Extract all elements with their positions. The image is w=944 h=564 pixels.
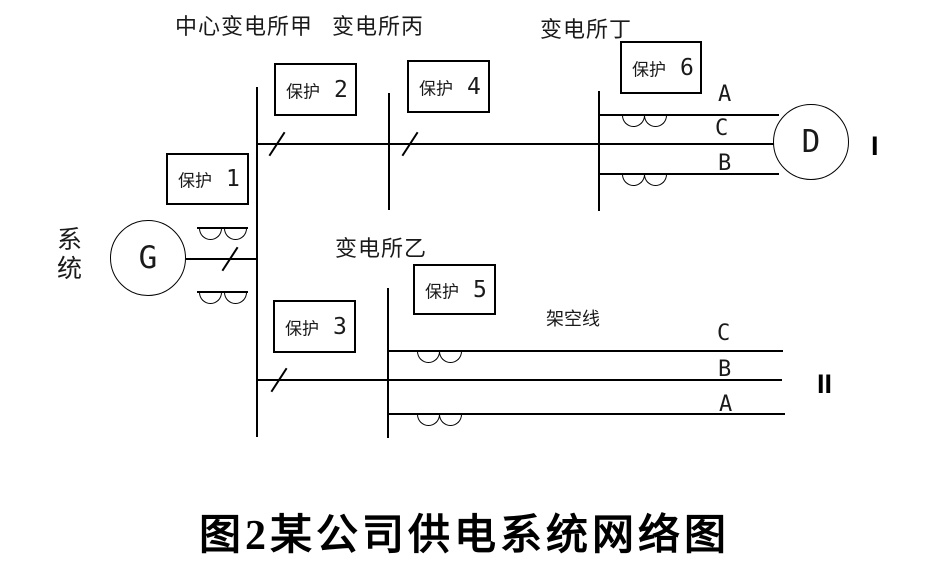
protection-number: 1 bbox=[226, 166, 240, 192]
bus-ding bbox=[598, 91, 600, 211]
label-central-substation-jia: 中心变电所甲 bbox=[175, 14, 314, 39]
coil-icon bbox=[417, 414, 440, 426]
line1-phase-a-label: A bbox=[718, 82, 732, 107]
protection-name: 保护 bbox=[285, 319, 319, 338]
protection-name: 保护 bbox=[286, 82, 320, 101]
bus-jia bbox=[256, 87, 258, 437]
protection-number: 6 bbox=[680, 54, 694, 81]
bus-yi bbox=[387, 288, 389, 438]
line2-phase-a-label: A bbox=[719, 392, 733, 417]
line2-phase-a bbox=[388, 413, 785, 415]
protection-box-3: 保护 3 bbox=[273, 300, 356, 353]
coil-icon bbox=[199, 228, 222, 240]
coil-icon bbox=[439, 351, 462, 363]
line1-phase-c-label: C bbox=[715, 116, 729, 141]
line2-phase-c bbox=[388, 350, 783, 352]
generator-letter: G bbox=[138, 240, 158, 276]
coil-icon bbox=[199, 292, 222, 304]
coil-icon bbox=[224, 292, 247, 304]
section-1-numeral: I bbox=[871, 131, 879, 161]
coil-icon bbox=[622, 174, 645, 186]
section-2-numeral: II bbox=[817, 369, 833, 399]
protection-number: 5 bbox=[473, 276, 487, 303]
coil-icon bbox=[439, 414, 462, 426]
protection-name: 保护 bbox=[425, 282, 459, 301]
protection-box-2: 保护 2 bbox=[274, 63, 357, 116]
coil-icon bbox=[417, 351, 440, 363]
label-substation-ding: 变电所丁 bbox=[540, 17, 633, 42]
protection-box-4: 保护 4 bbox=[407, 60, 490, 113]
line1-main bbox=[257, 143, 774, 145]
coil-icon bbox=[622, 115, 645, 127]
label-overhead-line: 架空线 bbox=[546, 309, 600, 329]
line1-phase-b bbox=[599, 173, 779, 175]
line2-main bbox=[257, 379, 782, 381]
winding-line-bottom bbox=[197, 291, 248, 293]
generator-feeder-line bbox=[186, 258, 257, 260]
label-substation-bing: 变电所丙 bbox=[332, 14, 425, 39]
line1-phase-b-label: B bbox=[718, 151, 732, 176]
protection-name: 保护 bbox=[178, 171, 212, 191]
line1-phase-a bbox=[599, 114, 779, 116]
line2-phase-c-label: C bbox=[717, 321, 731, 346]
protection-box-5: 保护 5 bbox=[413, 264, 496, 315]
protection-name: 保护 bbox=[419, 79, 453, 98]
coil-icon bbox=[644, 115, 667, 127]
coil-icon bbox=[644, 174, 667, 186]
coil-icon bbox=[224, 228, 247, 240]
figure-caption: 图2某公司供电系统网络图 bbox=[199, 513, 731, 559]
load-d-circle: D bbox=[773, 104, 849, 180]
generator-circle: G bbox=[110, 220, 186, 296]
label-system: 系统 bbox=[57, 226, 83, 283]
line2-phase-b-label: B bbox=[718, 357, 732, 382]
protection-number: 4 bbox=[467, 73, 481, 100]
protection-name: 保护 bbox=[632, 60, 666, 79]
bus-bing bbox=[388, 93, 390, 210]
load-d-letter: D bbox=[801, 124, 821, 160]
protection-box-6: 保护 6 bbox=[620, 41, 702, 94]
protection-number: 3 bbox=[333, 313, 347, 340]
protection-box-1: 保护 1 bbox=[166, 153, 249, 205]
protection-number: 2 bbox=[334, 76, 348, 103]
winding-line-top bbox=[197, 227, 248, 229]
label-substation-yi: 变电所乙 bbox=[335, 236, 428, 261]
